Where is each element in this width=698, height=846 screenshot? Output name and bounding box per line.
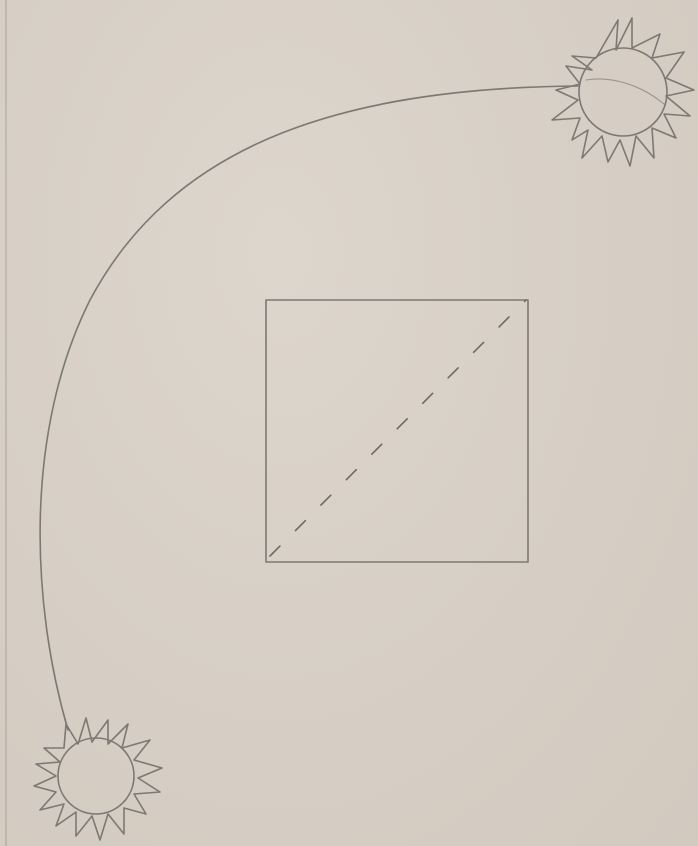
sun-bottom-left [34,718,162,840]
sun-bottom-left-rays [34,718,162,840]
square-frame [266,300,528,562]
arc-path [40,86,578,730]
sun-top-right-disc [579,48,667,136]
diagonal-dashed-line [270,300,526,556]
sun-bottom-left-disc [58,738,134,814]
sun-top-right-shading [586,79,664,104]
sun-top-right [552,18,694,166]
sun-top-right-rays [552,18,694,166]
